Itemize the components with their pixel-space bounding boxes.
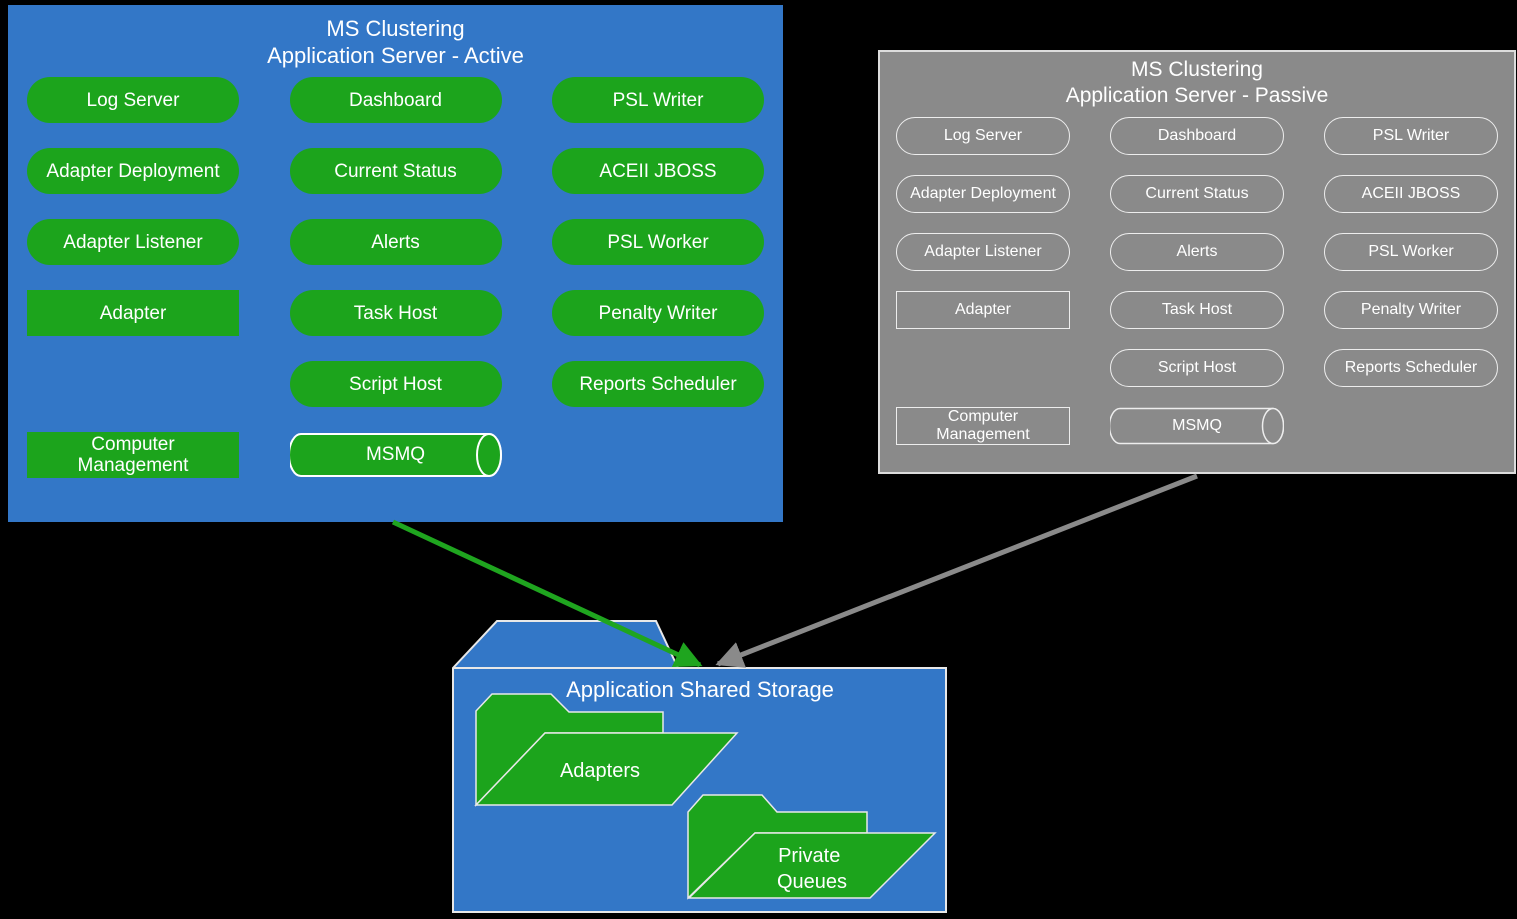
active-node-dashboard: Dashboard [289,77,502,123]
passive-node-log-server: Log Server [896,117,1070,155]
passive-node-adapter: Adapter [896,291,1070,329]
passive-server-title: MS Clustering Application Server - Passi… [880,52,1514,109]
private-queues-label-line2: Queues [777,871,847,893]
active-node-alerts: Alerts [289,219,502,265]
passive-server-box: MS Clustering Application Server - Passi… [878,50,1516,474]
active-to-storage-arrow [391,519,703,668]
active-server-title-line2: Application Server - Active [267,43,524,68]
active-server-components: Log Server Dashboard PSL Writer Adapter … [8,77,783,478]
msmq-cylinder-icon [1110,407,1284,445]
passive-node-computer-management-label: Computer Management [936,408,1030,443]
active-server-title-line1: MS Clustering [326,16,465,41]
msmq-cylinder-icon [289,433,502,477]
passive-node-script-host: Script Host [1110,349,1284,387]
passive-node-psl-writer: PSL Writer [1324,117,1498,155]
active-node-adapter: Adapter [27,290,239,336]
active-node-computer-management: Computer Management [27,432,239,478]
active-node-aceii-jboss: ACEII JBOSS [552,148,764,194]
active-node-psl-worker: PSL Worker [552,219,764,265]
passive-server-components: Log Server Dashboard PSL Writer Adapter … [880,117,1514,445]
private-queues-label-line1: Private [778,845,840,867]
passive-node-reports-scheduler: Reports Scheduler [1324,349,1498,387]
active-node-log-server: Log Server [27,77,239,123]
passive-node-msmq-label: MSMQ [1172,417,1222,434]
adapters-folder-label: Adapters [560,760,640,782]
passive-node-adapter-listener: Adapter Listener [896,233,1070,271]
active-node-task-host: Task Host [289,290,502,336]
active-node-msmq-label: MSMQ [365,444,426,465]
private-queues-folder-label: Private Queues [777,845,847,893]
adapters-folder-icon: Adapters [474,693,739,807]
active-node-penalty-writer: Penalty Writer [552,290,764,336]
passive-node-alerts: Alerts [1110,233,1284,271]
active-node-script-host: Script Host [289,361,502,407]
private-queues-folder-icon: Private Queues [687,794,937,900]
active-node-psl-writer: PSL Writer [552,77,764,123]
active-node-adapter-listener: Adapter Listener [27,219,239,265]
passive-node-msmq: MSMQ [1110,407,1284,445]
active-node-adapter-deployment: Adapter Deployment [27,148,239,194]
active-server-box: MS Clustering Application Server - Activ… [8,5,783,522]
passive-node-penalty-writer: Penalty Writer [1324,291,1498,329]
passive-node-adapter-deployment: Adapter Deployment [896,175,1070,213]
active-node-msmq: MSMQ [289,432,502,478]
passive-node-current-status: Current Status [1110,175,1284,213]
passive-server-title-line1: MS Clustering [1131,58,1263,81]
passive-server-title-line2: Application Server - Passive [1065,84,1329,107]
passive-node-dashboard: Dashboard [1110,117,1284,155]
passive-node-psl-worker: PSL Worker [1324,233,1498,271]
active-node-current-status: Current Status [289,148,502,194]
shared-storage-title: Application Shared Storage [566,677,834,702]
passive-to-storage-arrow [715,473,1198,668]
passive-node-computer-management: Computer Management [896,407,1070,445]
passive-node-task-host: Task Host [1110,291,1284,329]
active-server-title: MS Clustering Application Server - Activ… [8,5,783,69]
passive-node-aceii-jboss: ACEII JBOSS [1324,175,1498,213]
active-node-computer-management-label: Computer Management [77,434,189,476]
shared-storage-box: Application Shared Storage Adapters Priv… [452,620,947,913]
active-node-reports-scheduler: Reports Scheduler [552,361,764,407]
